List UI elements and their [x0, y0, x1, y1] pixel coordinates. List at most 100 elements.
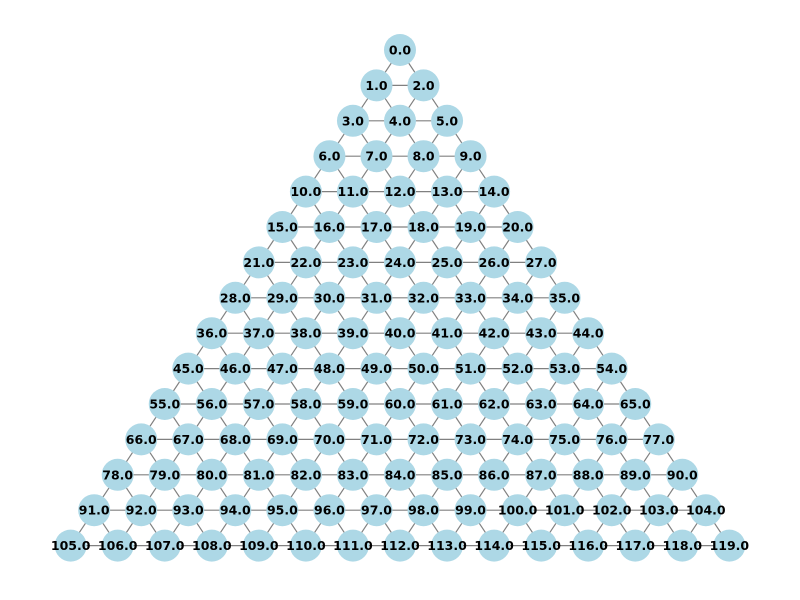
node-label: 87.0: [526, 467, 557, 482]
node-circle: [266, 423, 299, 456]
node-label: 17.0: [361, 220, 392, 235]
node-label: 108.0: [192, 538, 232, 553]
node-circle: [360, 140, 393, 173]
node-label: 6.0: [318, 149, 340, 164]
node-label: 77.0: [643, 432, 674, 447]
node-label: 61.0: [432, 397, 463, 412]
node-label: 2.0: [412, 78, 434, 93]
node-circle: [336, 104, 369, 137]
graph-node: 110.0: [286, 529, 326, 562]
node-circle: [548, 352, 581, 385]
node-label: 102.0: [592, 503, 632, 518]
node-label: 92.0: [126, 503, 157, 518]
graph-node: 26.0: [478, 246, 511, 279]
node-circle: [195, 529, 228, 562]
node-circle: [219, 352, 252, 385]
node-circle: [407, 140, 440, 173]
graph-node: 15.0: [266, 211, 299, 243]
node-circle: [454, 281, 487, 314]
graph-node: 94.0: [219, 494, 252, 527]
node-label: 93.0: [173, 503, 204, 518]
graph-node: 16.0: [313, 211, 346, 243]
graph-node: 102.0: [592, 494, 632, 527]
node-label: 58.0: [290, 397, 321, 412]
graph-node: 72.0: [407, 423, 440, 456]
graph-node: 14.0: [478, 175, 511, 208]
node-circle: [125, 494, 158, 527]
node-label: 18.0: [408, 220, 439, 235]
node-label: 46.0: [220, 361, 251, 376]
node-circle: [454, 423, 487, 456]
graph-node: 51.0: [454, 352, 487, 385]
node-circle: [219, 494, 252, 527]
graph-node: 91.0: [78, 494, 111, 527]
graph-node: 57.0: [242, 388, 275, 420]
node-circle: [478, 458, 511, 491]
node-circle: [478, 246, 511, 279]
node-label: 31.0: [361, 290, 392, 305]
graph-node: 109.0: [239, 529, 279, 562]
graph-node: 53.0: [548, 352, 581, 385]
graph-node: 108.0: [192, 529, 232, 562]
node-label: 49.0: [361, 361, 392, 376]
node-label: 74.0: [502, 432, 533, 447]
node-label: 8.0: [412, 149, 434, 164]
node-circle: [666, 458, 699, 491]
graph-node: 8.0: [407, 140, 440, 173]
graph-node: 11.0: [336, 175, 369, 208]
node-circle: [101, 458, 134, 491]
node-label: 86.0: [479, 467, 510, 482]
node-label: 119.0: [710, 538, 750, 553]
node-label: 59.0: [338, 397, 369, 412]
graph-node: 13.0: [431, 175, 464, 208]
graph-node: 27.0: [525, 246, 558, 279]
node-circle: [619, 529, 652, 562]
node-circle: [525, 388, 558, 420]
node-circle: [336, 317, 369, 350]
graph-node: 114.0: [474, 529, 514, 562]
graph-node: 98.0: [407, 494, 440, 527]
graph-node: 41.0: [431, 317, 464, 350]
node-circle: [595, 352, 628, 385]
node-circle: [595, 494, 628, 527]
node-circle: [525, 529, 558, 562]
node-circle: [195, 388, 228, 420]
node-label: 101.0: [545, 503, 585, 518]
node-circle: [313, 423, 346, 456]
node-circle: [172, 352, 205, 385]
node-label: 103.0: [639, 503, 679, 518]
graph-node: 67.0: [172, 423, 205, 456]
node-circle: [642, 423, 675, 456]
node-label: 62.0: [479, 397, 510, 412]
graph-node: 33.0: [454, 281, 487, 314]
graph-node: 20.0: [501, 211, 534, 243]
node-label: 16.0: [314, 220, 345, 235]
graph-node: 17.0: [360, 211, 393, 243]
node-label: 85.0: [432, 467, 463, 482]
node-circle: [642, 494, 675, 527]
node-label: 54.0: [596, 361, 627, 376]
node-label: 116.0: [568, 538, 608, 553]
node-circle: [336, 388, 369, 420]
node-label: 68.0: [220, 432, 251, 447]
graph-node: 93.0: [172, 494, 205, 527]
node-circle: [548, 494, 581, 527]
graph-node: 73.0: [454, 423, 487, 456]
node-label: 47.0: [267, 361, 298, 376]
node-label: 110.0: [286, 538, 326, 553]
graph-node: 5.0: [431, 104, 464, 137]
graph-node: 112.0: [380, 529, 420, 562]
node-label: 13.0: [432, 184, 463, 199]
graph-node: 23.0: [336, 246, 369, 279]
graph-node: 104.0: [686, 494, 726, 527]
node-circle: [525, 458, 558, 491]
node-circle: [172, 423, 205, 456]
node-label: 105.0: [51, 538, 91, 553]
graph-node: 21.0: [242, 246, 275, 279]
node-label: 76.0: [596, 432, 627, 447]
node-label: 66.0: [126, 432, 157, 447]
graph-node: 47.0: [266, 352, 299, 385]
graph-node: 101.0: [545, 494, 585, 527]
